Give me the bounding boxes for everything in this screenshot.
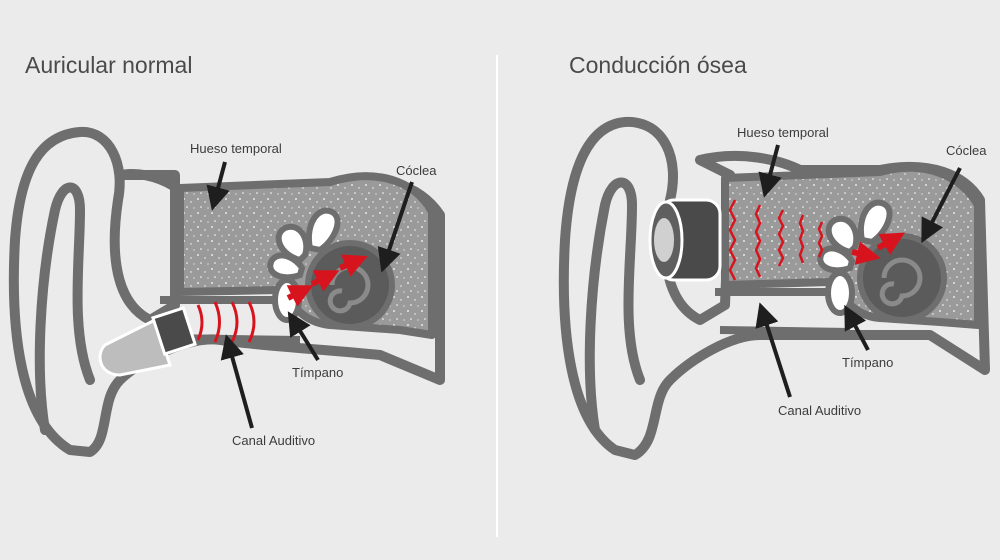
left-inner-ear-fold <box>34 182 95 435</box>
right-panel-title: Conducción ósea <box>569 52 747 78</box>
right-pointer-arrows <box>755 144 962 398</box>
left-panel-title: Auricular normal <box>25 52 193 78</box>
right-label-cochlea: Cóclea <box>946 143 987 158</box>
left-earbud-device <box>98 306 197 377</box>
left-label-ear-canal: Canal Auditivo <box>232 433 315 448</box>
right-bone-conduction-device <box>648 198 722 282</box>
right-inner-ear-fold <box>584 177 645 435</box>
left-ear-illustration <box>8 126 445 457</box>
left-label-cochlea: Cóclea <box>396 163 437 178</box>
left-label-temporal-bone: Hueso temporal <box>190 141 282 156</box>
right-ear-illustration <box>558 116 990 460</box>
right-transmission-arrows <box>851 232 906 265</box>
left-pointer-arrows <box>206 161 414 429</box>
right-label-eardrum: Tímpano <box>842 355 893 370</box>
left-eardrum <box>272 277 302 323</box>
right-ear-canal <box>715 288 851 336</box>
left-cochlea <box>305 240 395 330</box>
right-cochlea <box>857 233 947 323</box>
right-label-temporal-bone: Hueso temporal <box>737 125 829 140</box>
left-semicircular-canals <box>267 207 341 281</box>
left-label-eardrum: Tímpano <box>292 365 343 380</box>
panel-divider <box>496 55 498 537</box>
left-transmission-arrows <box>286 254 368 307</box>
right-vibration-waves <box>728 199 824 281</box>
right-outer-ear <box>558 116 990 460</box>
right-eardrum <box>825 270 855 316</box>
right-label-ear-canal: Canal Auditivo <box>778 403 861 418</box>
